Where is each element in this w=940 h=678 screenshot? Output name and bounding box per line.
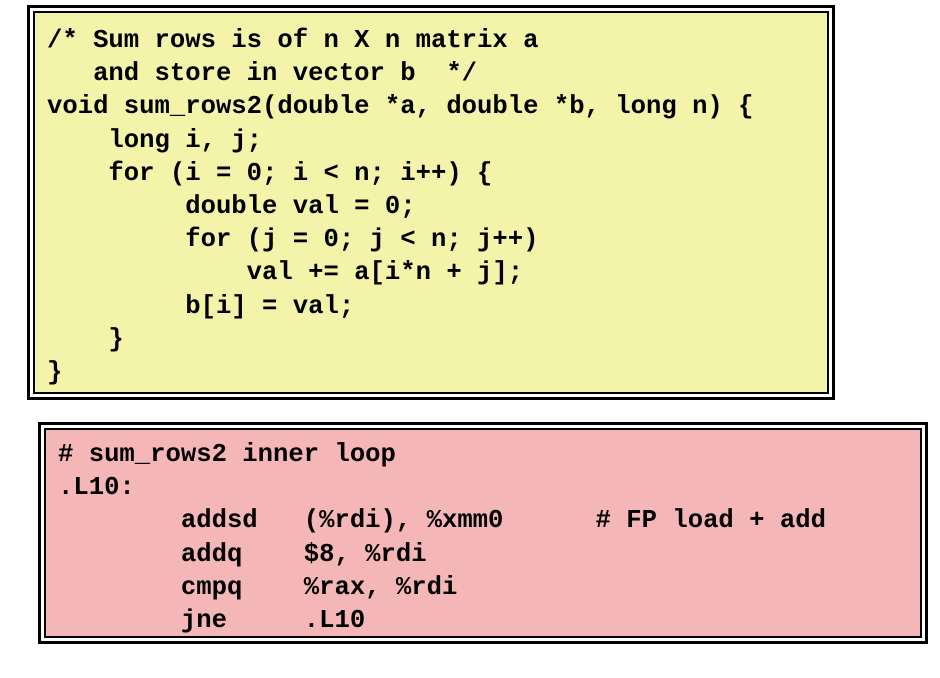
asm-code-line: jne .L10 bbox=[58, 605, 366, 635]
c-source-code-panel: /* Sum rows is of n X n matrix a and sto… bbox=[27, 5, 835, 400]
c-code-line: double val = 0; bbox=[47, 191, 416, 221]
assembly-code-panel: # sum_rows2 inner loop .L10: addsd (%rdi)… bbox=[38, 422, 928, 644]
asm-code-line: addsd (%rdi), %xmm0 # FP load + add bbox=[58, 506, 826, 536]
c-code-line: and store in vector b */ bbox=[47, 59, 478, 89]
asm-code-line: # sum_rows2 inner loop bbox=[58, 440, 396, 469]
c-source-code-block: /* Sum rows is of n X n matrix a and sto… bbox=[35, 13, 827, 389]
asm-code-line: .L10: bbox=[58, 473, 135, 503]
c-code-line: /* Sum rows is of n X n matrix a bbox=[47, 26, 539, 55]
c-code-line: } bbox=[47, 324, 124, 354]
assembly-code-block: # sum_rows2 inner loop .L10: addsd (%rdi)… bbox=[46, 430, 920, 637]
c-source-code-inner-frame: /* Sum rows is of n X n matrix a and sto… bbox=[33, 11, 829, 394]
c-code-line: void sum_rows2(double *a, double *b, lon… bbox=[47, 92, 754, 122]
c-code-line: b[i] = val; bbox=[47, 291, 355, 321]
asm-code-line: addq $8, %rdi bbox=[58, 539, 427, 569]
c-code-line: for (i = 0; i < n; i++) { bbox=[47, 158, 493, 188]
c-code-line: for (j = 0; j < n; j++) bbox=[47, 225, 539, 255]
assembly-code-inner-frame: # sum_rows2 inner loop .L10: addsd (%rdi)… bbox=[44, 428, 922, 638]
c-code-line: long i, j; bbox=[47, 125, 263, 155]
asm-code-line: cmpq %rax, %rdi bbox=[58, 572, 458, 602]
c-code-line: } bbox=[47, 357, 63, 387]
c-code-line: val += a[i*n + j]; bbox=[47, 258, 524, 288]
